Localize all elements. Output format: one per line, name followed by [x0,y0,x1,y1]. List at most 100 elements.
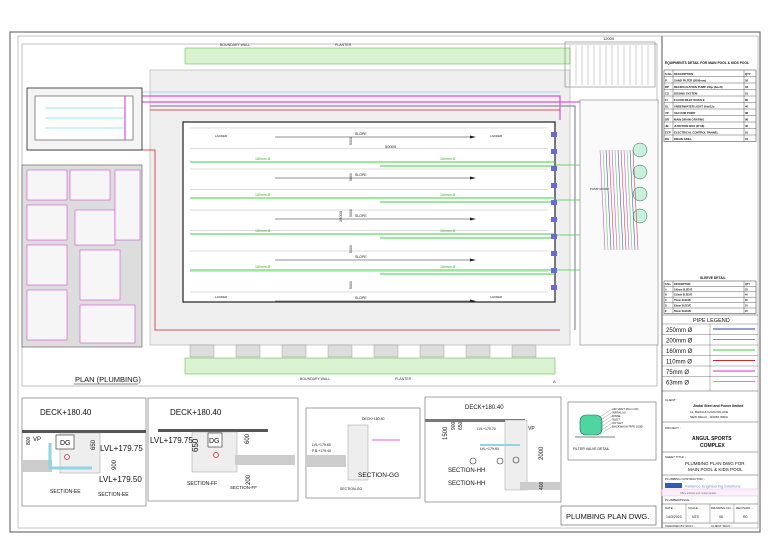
section-mark: A [553,379,556,384]
slope-label: SLOPE [355,132,367,136]
section-ff-dim-650: 650 [191,438,200,452]
table-cell: 20 [745,288,748,291]
table-cell: 40 [745,124,749,128]
section-ee-frame [21,397,147,507]
table-frame [663,69,757,142]
section-ee-title: SECTION-EE [50,489,81,495]
manifold-pipe [617,149,624,251]
planter-top-label: PLANTER [335,43,352,47]
pipe-160-label: 160mm Ø [255,229,271,233]
table-cell: 60 [745,98,749,102]
manifold-pipe [623,149,630,251]
planter-block [189,344,215,358]
pipe-160-label: 160mm Ø [440,265,456,269]
section-hh-dim-2000: 2000 [539,446,545,460]
inlet-box [551,285,557,290]
legend-label: 200mm Ø [666,339,693,345]
table-cell: 08 [745,118,749,122]
inlet-box [551,217,557,222]
inlet-box [551,251,557,256]
inlet-box [551,132,557,137]
arrow-head [470,135,476,139]
section-ee-dg: DG [60,440,71,447]
manifold-pipe [626,149,633,251]
room [26,204,68,241]
manifold-pipe [599,149,606,251]
table-cell: 75mm SLEEVE [674,299,691,302]
table-cell: 01 [745,137,749,141]
table-cell: 08 [745,111,749,115]
table-cell: 160mm SLEEVE [674,288,693,291]
remarks-label: PLUMBER/ISSUE [665,498,689,502]
lane-width-dim: 5000 [349,137,353,145]
section-ff-lvl1: LVL+179.75 [150,436,193,445]
table-header: S.No. [665,283,671,286]
legend-label: 63mm Ø [666,381,689,387]
planter-block [327,344,353,358]
client-sign-label: CLIENT SIGN :- [711,524,732,528]
section-ff-subtitle: SECTION-FF [230,485,257,490]
filter-note: INLET [612,418,620,422]
drawing-label-frame [560,505,657,526]
section-hh-frame [424,396,562,503]
table-cell: FI [665,98,668,102]
table-cell: RP [665,85,669,89]
table-cell: VACUUM POINT [674,111,696,115]
table-cell: DRAIN GRILL [674,137,692,141]
room [69,169,111,201]
table-cell: 40 [745,105,749,109]
room [79,304,136,344]
planter-block [465,344,491,358]
filter-note: RINSE [612,414,621,418]
leader-line [599,426,613,435]
table-cell: ELECTRICAL CONTROL PANNEL [674,131,719,135]
section-ee-dim-800: 800 [26,436,32,445]
pipe-160-label: 160mm Ø [440,157,456,161]
main-pool [182,121,556,303]
section-ff-dim-200: 200 [246,474,252,485]
legend-label: 160mm Ø [666,349,693,355]
section-ff-dim-600: 600 [245,433,251,444]
table-cell: DG [665,137,669,141]
revision-label: REVISION :- [736,506,753,510]
inlet-box [551,166,557,171]
drawing-no-label: DRAWING NO :- [711,506,733,510]
slope-label: SLOPE [355,173,367,177]
arrow-head [470,299,476,303]
table-cell: 01 [745,92,749,96]
section-hh-title: SECTION-HH [448,468,485,474]
section-ee-subtitle: SECTION-EE [98,492,129,498]
pipe-160mm-lane [190,197,555,203]
section-hh-dim-400: 400 [539,481,545,490]
table-cell: JB [665,124,669,128]
checked-by-label: CHECKED BY SIGN :- [665,524,695,528]
equipment-title: EQUIPMENTS DETAIL FOR MAIN POOL & KIDS P… [665,61,749,65]
inlet-box [551,234,557,239]
title-block: CLIENT : Jindal Steel and Power limited … [661,390,759,528]
pump-room [579,99,659,346]
pipe-160-label: 160mm Ø [255,193,271,197]
arrow-head [470,258,476,262]
leader-line [599,422,613,432]
table-cell: 01 [745,131,749,135]
table-cell: B [665,294,667,297]
section-ff-deck: DECK+180.40 [170,408,222,417]
slope-label: SLOPE [355,255,367,259]
planter-block [373,344,399,358]
section-hh: DECK+180.40 VP LVL+179.70 LVL+179.90 150… [424,396,562,503]
revision-value: R0 [743,515,748,519]
sleeve-title: SLEEVE DETAIL [700,276,726,280]
ladder-label: LADDER [215,134,228,138]
drawing-label: PLUMBING PLAN DWG. [566,512,649,521]
planter-block [235,344,261,358]
table-header: DESCRIPTION [674,283,691,286]
manifold-pipe [632,149,639,251]
section-hh-dim-900: 900 [451,421,457,430]
table-cell: 20 [745,305,748,308]
filter-detail-frame [567,401,657,461]
section-ee-lvl1: LVL+179.75 [100,444,143,453]
sheet-title-line-1: PLUMBING PLAN DWG FOR [685,461,745,466]
table-cell: 110mm SLEEVE [674,294,693,297]
